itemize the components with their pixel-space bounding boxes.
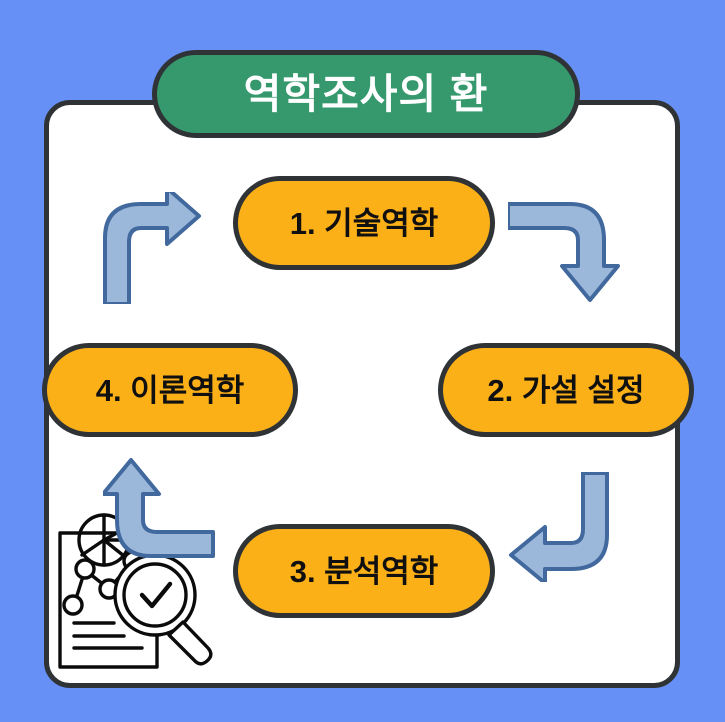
node-analytic-epidemiology[interactable]: 3. 분석역학	[233, 524, 495, 618]
node-label: 1. 기술역학	[289, 205, 439, 241]
node-label: 4. 이론역학	[95, 372, 245, 408]
page-title: 역학조사의 환	[243, 70, 489, 117]
node-label: 2. 가설 설정	[487, 372, 645, 408]
node-hypothesis-setting[interactable]: 2. 가설 설정	[438, 343, 694, 437]
arrow-bottom-to-left-icon	[103, 458, 215, 558]
arrow-top-to-right-icon	[508, 202, 620, 302]
arrow-right-to-bottom-icon	[509, 472, 609, 582]
node-label: 3. 분석역학	[289, 553, 439, 589]
diagram-title-banner: 역학조사의 환	[152, 50, 580, 138]
node-descriptive-epidemiology[interactable]: 1. 기술역학	[233, 176, 495, 270]
data-point	[74, 558, 96, 580]
data-point	[62, 594, 84, 616]
node-theoretical-epidemiology[interactable]: 4. 이론역학	[42, 343, 298, 437]
arrow-left-to-top-icon	[103, 192, 201, 304]
magnifier-inner-ring	[122, 562, 188, 628]
checkmark-icon	[139, 581, 173, 609]
magnifier-handle	[167, 620, 213, 666]
